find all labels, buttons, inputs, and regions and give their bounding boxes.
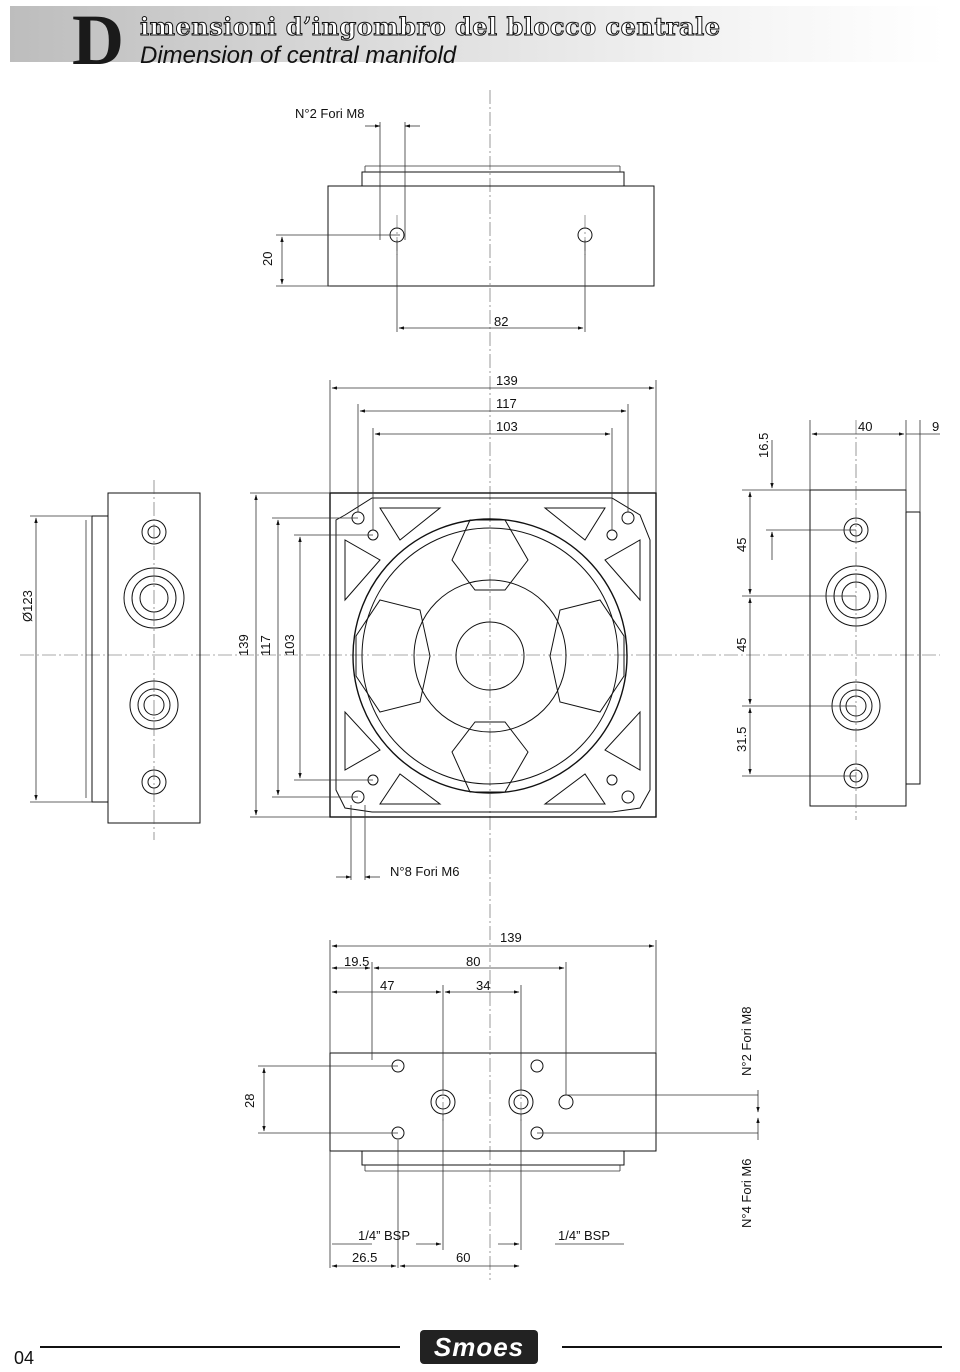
label-m8-side: N°2 Fori M8 bbox=[739, 1007, 754, 1077]
label-bsp-right: 1/4” BSP bbox=[558, 1228, 610, 1243]
top-view-body bbox=[327, 185, 655, 287]
label-right-9: 9 bbox=[932, 419, 939, 434]
bottom-body bbox=[329, 1052, 657, 1152]
label-bottom-19-5: 19.5 bbox=[344, 954, 369, 969]
front-hole-tr bbox=[621, 511, 635, 525]
front-plate bbox=[329, 492, 657, 818]
front-hole-br-inner bbox=[606, 774, 618, 786]
label-front-w103: 103 bbox=[496, 419, 518, 434]
bottom-view bbox=[258, 940, 760, 1268]
label-m6-side: N°4 Fori M6 bbox=[739, 1159, 754, 1229]
left-flange bbox=[91, 515, 109, 803]
front-center-bore bbox=[455, 621, 525, 691]
label-right-45a: 45 bbox=[734, 538, 749, 552]
label-bottom-139: 139 bbox=[500, 930, 522, 945]
label-top-spacing: 82 bbox=[494, 314, 508, 329]
front-hole-tr-inner bbox=[606, 529, 618, 541]
label-front-h117: 117 bbox=[258, 635, 273, 656]
label-bottom-47: 47 bbox=[380, 978, 394, 993]
label-bottom-26-5: 26.5 bbox=[352, 1250, 377, 1265]
label-front-w117: 117 bbox=[496, 396, 517, 411]
title-italian: imensioni d’ingombro del blocco centrale bbox=[139, 12, 721, 42]
page-number: 04 bbox=[14, 1348, 35, 1368]
bottom-flange bbox=[361, 1150, 625, 1166]
brand-logo: Smoes bbox=[420, 1330, 538, 1364]
right-side-view bbox=[742, 420, 940, 820]
label-bottom-34: 34 bbox=[476, 978, 490, 993]
label-m6-front: N°8 Fori M6 bbox=[390, 864, 460, 879]
title-initial-letter: D bbox=[72, 0, 124, 80]
label-bottom-60: 60 bbox=[456, 1250, 470, 1265]
title-english: Dimension of central manifold bbox=[140, 42, 457, 69]
label-bottom-80: 80 bbox=[466, 954, 480, 969]
footer-rule-right bbox=[562, 1346, 942, 1348]
footer-rule-left bbox=[40, 1346, 400, 1348]
top-view-flange bbox=[361, 171, 625, 187]
label-top-height: 20 bbox=[260, 252, 275, 266]
label-left-diameter: Ø123 bbox=[20, 590, 35, 622]
label-right-31-5: 31.5 bbox=[734, 727, 749, 752]
label-bsp-left: 1/4” BSP bbox=[358, 1228, 410, 1243]
label-right-40: 40 bbox=[858, 419, 872, 434]
top-view bbox=[276, 122, 655, 332]
right-body bbox=[809, 489, 907, 807]
front-outer-ring bbox=[352, 518, 628, 794]
label-right-16-5: 16.5 bbox=[756, 433, 771, 458]
front-hole-br bbox=[621, 790, 635, 804]
label-m8-top: N°2 Fori M8 bbox=[295, 106, 365, 121]
label-front-h139: 139 bbox=[236, 634, 251, 656]
label-right-45b: 45 bbox=[734, 638, 749, 652]
label-front-h103: 103 bbox=[282, 634, 297, 656]
label-bottom-28: 28 bbox=[242, 1094, 257, 1108]
front-view bbox=[250, 380, 657, 880]
left-side-view bbox=[30, 480, 201, 840]
title-banner: D imensioni d’ingombro del blocco centra… bbox=[10, 4, 946, 76]
label-front-w139: 139 bbox=[496, 373, 518, 388]
right-flange bbox=[905, 511, 921, 785]
